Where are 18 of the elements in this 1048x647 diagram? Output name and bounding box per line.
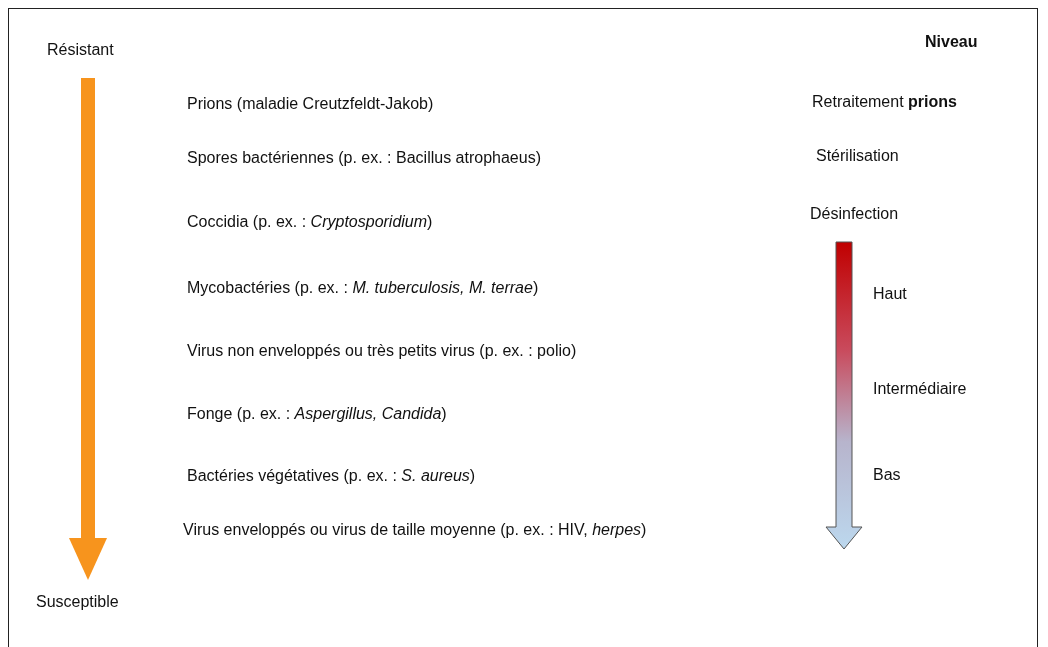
arrow [69, 78, 107, 580]
text-label: Retraitement prions [812, 92, 957, 112]
text-label: Désinfection [810, 204, 899, 224]
column-heading: Niveau [925, 32, 978, 52]
text-label: Haut [873, 284, 907, 304]
text-label: Stérilisation [816, 146, 899, 166]
text-label: Prions (maladie Creutzfeldt-Jakob) [187, 94, 434, 114]
text-label: Mycobactéries (p. ex. : M. tuberculosis, M. terrae) [187, 278, 539, 298]
end-label: Susceptible [36, 592, 119, 612]
text-label: Virus enveloppés ou virus de taille moyenne (p. ex. : HIV, herpes) [183, 520, 647, 540]
text-label: Bas [873, 465, 901, 485]
text-label: Intermédiaire [873, 379, 967, 399]
text-label: Spores bactériennes (p. ex. : Bacillus atrophaeus) [187, 148, 541, 168]
text-label: Virus non enveloppés ou très petits virus (p. ex. : polio) [187, 341, 577, 361]
text-label: Coccidia (p. ex. : Cryptosporidium) [187, 212, 433, 232]
text-label: Fonge (p. ex. : Aspergillus, Candida) [187, 404, 447, 424]
text-label: Bactéries végétatives (p. ex. : S. aureus) [187, 466, 476, 486]
end-label: Résistant [47, 40, 114, 60]
